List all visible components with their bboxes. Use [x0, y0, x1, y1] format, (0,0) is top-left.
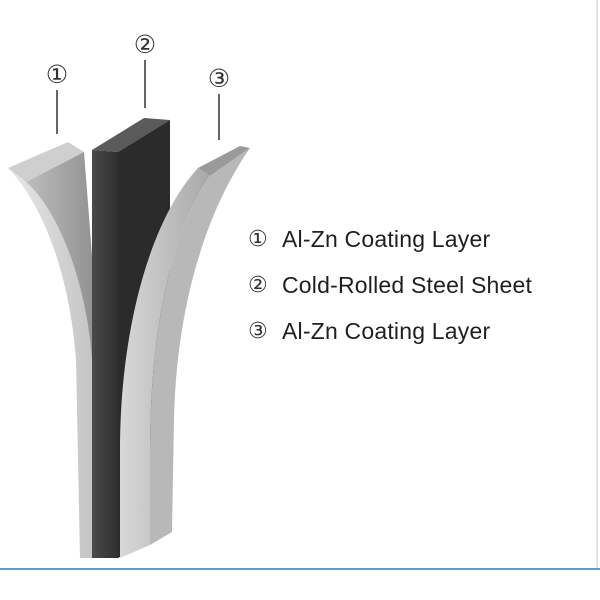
- leader-line-1: [56, 90, 58, 134]
- leader-line-2: [144, 60, 146, 108]
- left-coating-top-edge: [8, 142, 84, 182]
- leader-line-3: [218, 94, 220, 140]
- callout-1: ①: [45, 60, 69, 89]
- steel-front-face: [92, 150, 118, 558]
- callout-3: ③: [207, 64, 231, 93]
- legend-number: ②: [248, 272, 268, 298]
- callout-2: ②: [133, 30, 157, 59]
- left-coating-layer: [8, 142, 100, 558]
- legend-label: Al-Zn Coating Layer: [282, 225, 491, 252]
- legend-label: Al-Zn Coating Layer: [282, 317, 491, 344]
- legend-label: Cold-Rolled Steel Sheet: [282, 271, 533, 298]
- frame-bottom-border: [0, 568, 600, 570]
- legend-item: ① Al-Zn Coating Layer: [248, 225, 532, 252]
- left-coating-outer-face: [8, 168, 94, 558]
- left-coating-main-face: [26, 152, 100, 558]
- frame-right-border: [596, 0, 598, 570]
- legend-item: ③ Al-Zn Coating Layer: [248, 317, 532, 344]
- right-coating-outer-face: [150, 148, 250, 545]
- legend: ① Al-Zn Coating Layer ② Cold-Rolled Stee…: [248, 225, 533, 366]
- right-coating-top-edge: [198, 146, 250, 176]
- legend-item: ② Cold-Rolled Steel Sheet: [248, 271, 533, 298]
- right-coating-main-face: [120, 168, 210, 558]
- steel-top-face: [92, 118, 170, 152]
- legend-number: ③: [248, 318, 268, 344]
- right-coating-layer: [120, 146, 250, 558]
- legend-number: ①: [248, 226, 268, 252]
